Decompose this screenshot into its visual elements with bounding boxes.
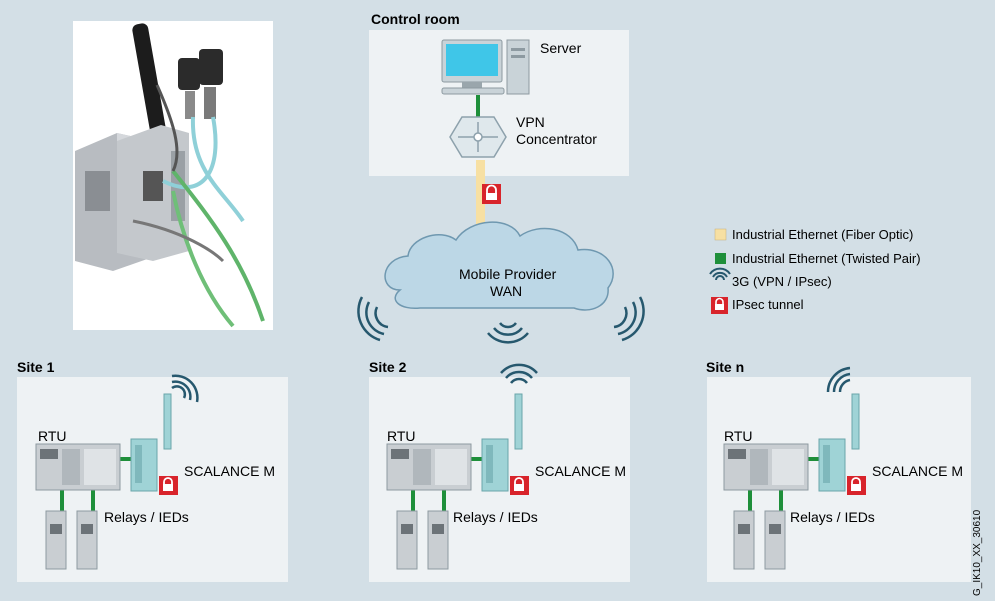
legend-wireless-icon — [709, 267, 731, 281]
site-n-rtu-label: RTU — [724, 428, 753, 444]
lock-icon — [482, 184, 501, 204]
vpn-label-line2: Concentrator — [516, 131, 597, 147]
site-n-scalance-label: SCALANCE M — [872, 463, 964, 479]
legend-lock-icon — [711, 297, 728, 314]
site-2-relays-label: Relays / IEDs — [453, 509, 538, 525]
legend-twisted-swatch — [715, 253, 726, 264]
site-2-scalance-label: SCALANCE M — [535, 463, 627, 479]
legend-fiber-swatch — [714, 228, 727, 241]
figure-id: G_IK10_XX_30610 — [972, 509, 983, 596]
server-icon — [441, 39, 530, 95]
site-n-devices — [723, 366, 866, 570]
site-2-title: Site 2 — [369, 359, 407, 375]
product-photo — [73, 21, 273, 330]
server-label: Server — [540, 40, 582, 56]
site-n-title: Site n — [706, 359, 745, 375]
site-2-rtu-label: RTU — [387, 428, 416, 444]
cloud-label-line1: Mobile Provider — [459, 266, 557, 282]
cloud-icon — [357, 221, 645, 344]
site-1-rtu-label: RTU — [38, 428, 67, 444]
fiber-optic-link — [476, 160, 485, 245]
site-1-devices — [35, 374, 199, 570]
site-n-relays-label: Relays / IEDs — [790, 509, 875, 525]
control-room-title: Control room — [371, 11, 460, 27]
site-2-devices — [386, 363, 538, 570]
site-1-title: Site 1 — [17, 359, 55, 375]
legend-fiber-label: Industrial Ethernet (Fiber Optic) — [732, 227, 914, 242]
site-1-scalance-label: SCALANCE M — [184, 463, 276, 479]
site-1-relays-label: Relays / IEDs — [104, 509, 189, 525]
legend-twisted-label: Industrial Ethernet (Twisted Pair) — [732, 251, 921, 266]
vpn-label-line1: VPN — [516, 114, 545, 130]
legend-3g-label: 3G (VPN / IPsec) — [732, 274, 832, 289]
legend-ipsec-label: IPsec tunnel — [732, 297, 804, 312]
cloud-label-line2: WAN — [490, 283, 523, 299]
vpn-concentrator-icon — [449, 116, 507, 158]
